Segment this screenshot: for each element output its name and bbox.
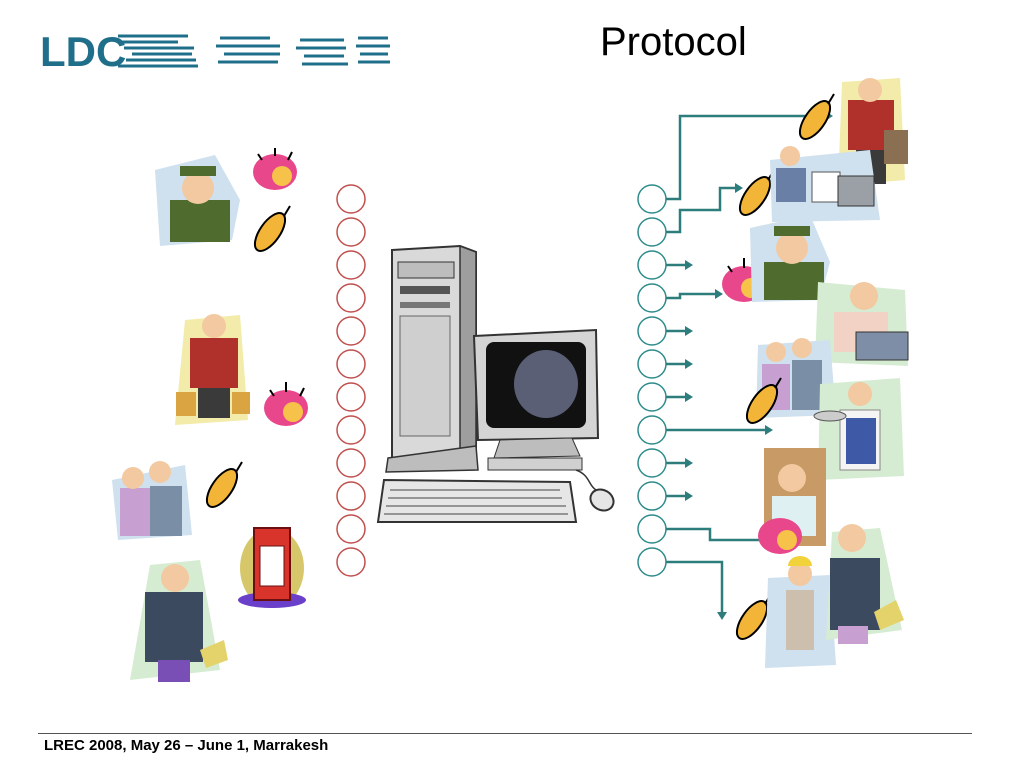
telephone-icon [264, 382, 308, 426]
left-port-column [336, 184, 366, 577]
left-port [336, 184, 366, 214]
left-port [336, 217, 366, 247]
left-port [336, 382, 366, 412]
phone-booth-icon [238, 527, 306, 608]
logo-text: LDC [40, 28, 126, 72]
porter-person-icon [175, 314, 250, 425]
arrowhead [685, 392, 693, 402]
conductor-person-icon [155, 155, 240, 246]
keyboard-icon [376, 478, 578, 523]
left-port [336, 250, 366, 280]
logo-stripes [118, 34, 390, 68]
arrowhead [715, 289, 723, 299]
connector-line [666, 560, 724, 612]
arrowhead [765, 425, 773, 435]
arrowhead [685, 326, 693, 336]
left-port [336, 448, 366, 478]
arrowhead [735, 183, 743, 193]
mouse-icon [575, 469, 615, 512]
arrowhead [685, 260, 693, 270]
presenter-person-icon [826, 524, 904, 644]
arrowhead [685, 359, 693, 369]
right-port [637, 184, 667, 214]
right-port [637, 316, 667, 346]
ldc-logo: LDC [40, 28, 390, 72]
presenter-person-icon [130, 560, 228, 682]
couple-person-icon [112, 461, 192, 540]
left-port [336, 514, 366, 544]
computer-tower-icon [385, 244, 479, 473]
cellphone-icon [205, 461, 243, 508]
cellphone-icon [253, 205, 291, 252]
telephone-icon [758, 518, 802, 554]
left-port [336, 415, 366, 445]
connector-lines [666, 114, 825, 612]
connector-line [666, 527, 765, 542]
right-port-column [637, 184, 667, 577]
right-port [637, 250, 667, 280]
right-port [637, 283, 667, 313]
right-port [637, 349, 667, 379]
right-port [637, 415, 667, 445]
office-workers-icon [770, 146, 880, 222]
connector-line [666, 292, 715, 300]
cellphone-icon [798, 93, 835, 140]
right-port [637, 448, 667, 478]
waiter-person-icon [813, 378, 904, 480]
monitor-icon [472, 328, 600, 471]
right-port [637, 514, 667, 544]
arrowhead [717, 612, 727, 620]
slide-title: Protocol [600, 20, 747, 64]
left-port [336, 316, 366, 346]
worker-person-icon [765, 556, 836, 668]
cellphone-icon [745, 377, 782, 424]
left-port [336, 283, 366, 313]
arrowhead [685, 491, 693, 501]
right-port [637, 481, 667, 511]
footer-text: LREC 2008, May 26 – June 1, Marrakesh [44, 737, 329, 754]
protocol-diagram [112, 78, 909, 682]
left-port [336, 481, 366, 511]
right-port [637, 382, 667, 412]
left-port [336, 547, 366, 577]
footer-divider [38, 733, 972, 734]
right-port [637, 217, 667, 247]
telephone-icon [253, 148, 297, 190]
left-port [336, 349, 366, 379]
laptop-user-icon [815, 282, 909, 366]
right-port [637, 547, 667, 577]
conductor-person-icon [750, 215, 830, 302]
arrowhead [685, 458, 693, 468]
connector-line [666, 114, 825, 201]
connector-line [666, 186, 735, 234]
cellphone-icon [738, 169, 775, 216]
